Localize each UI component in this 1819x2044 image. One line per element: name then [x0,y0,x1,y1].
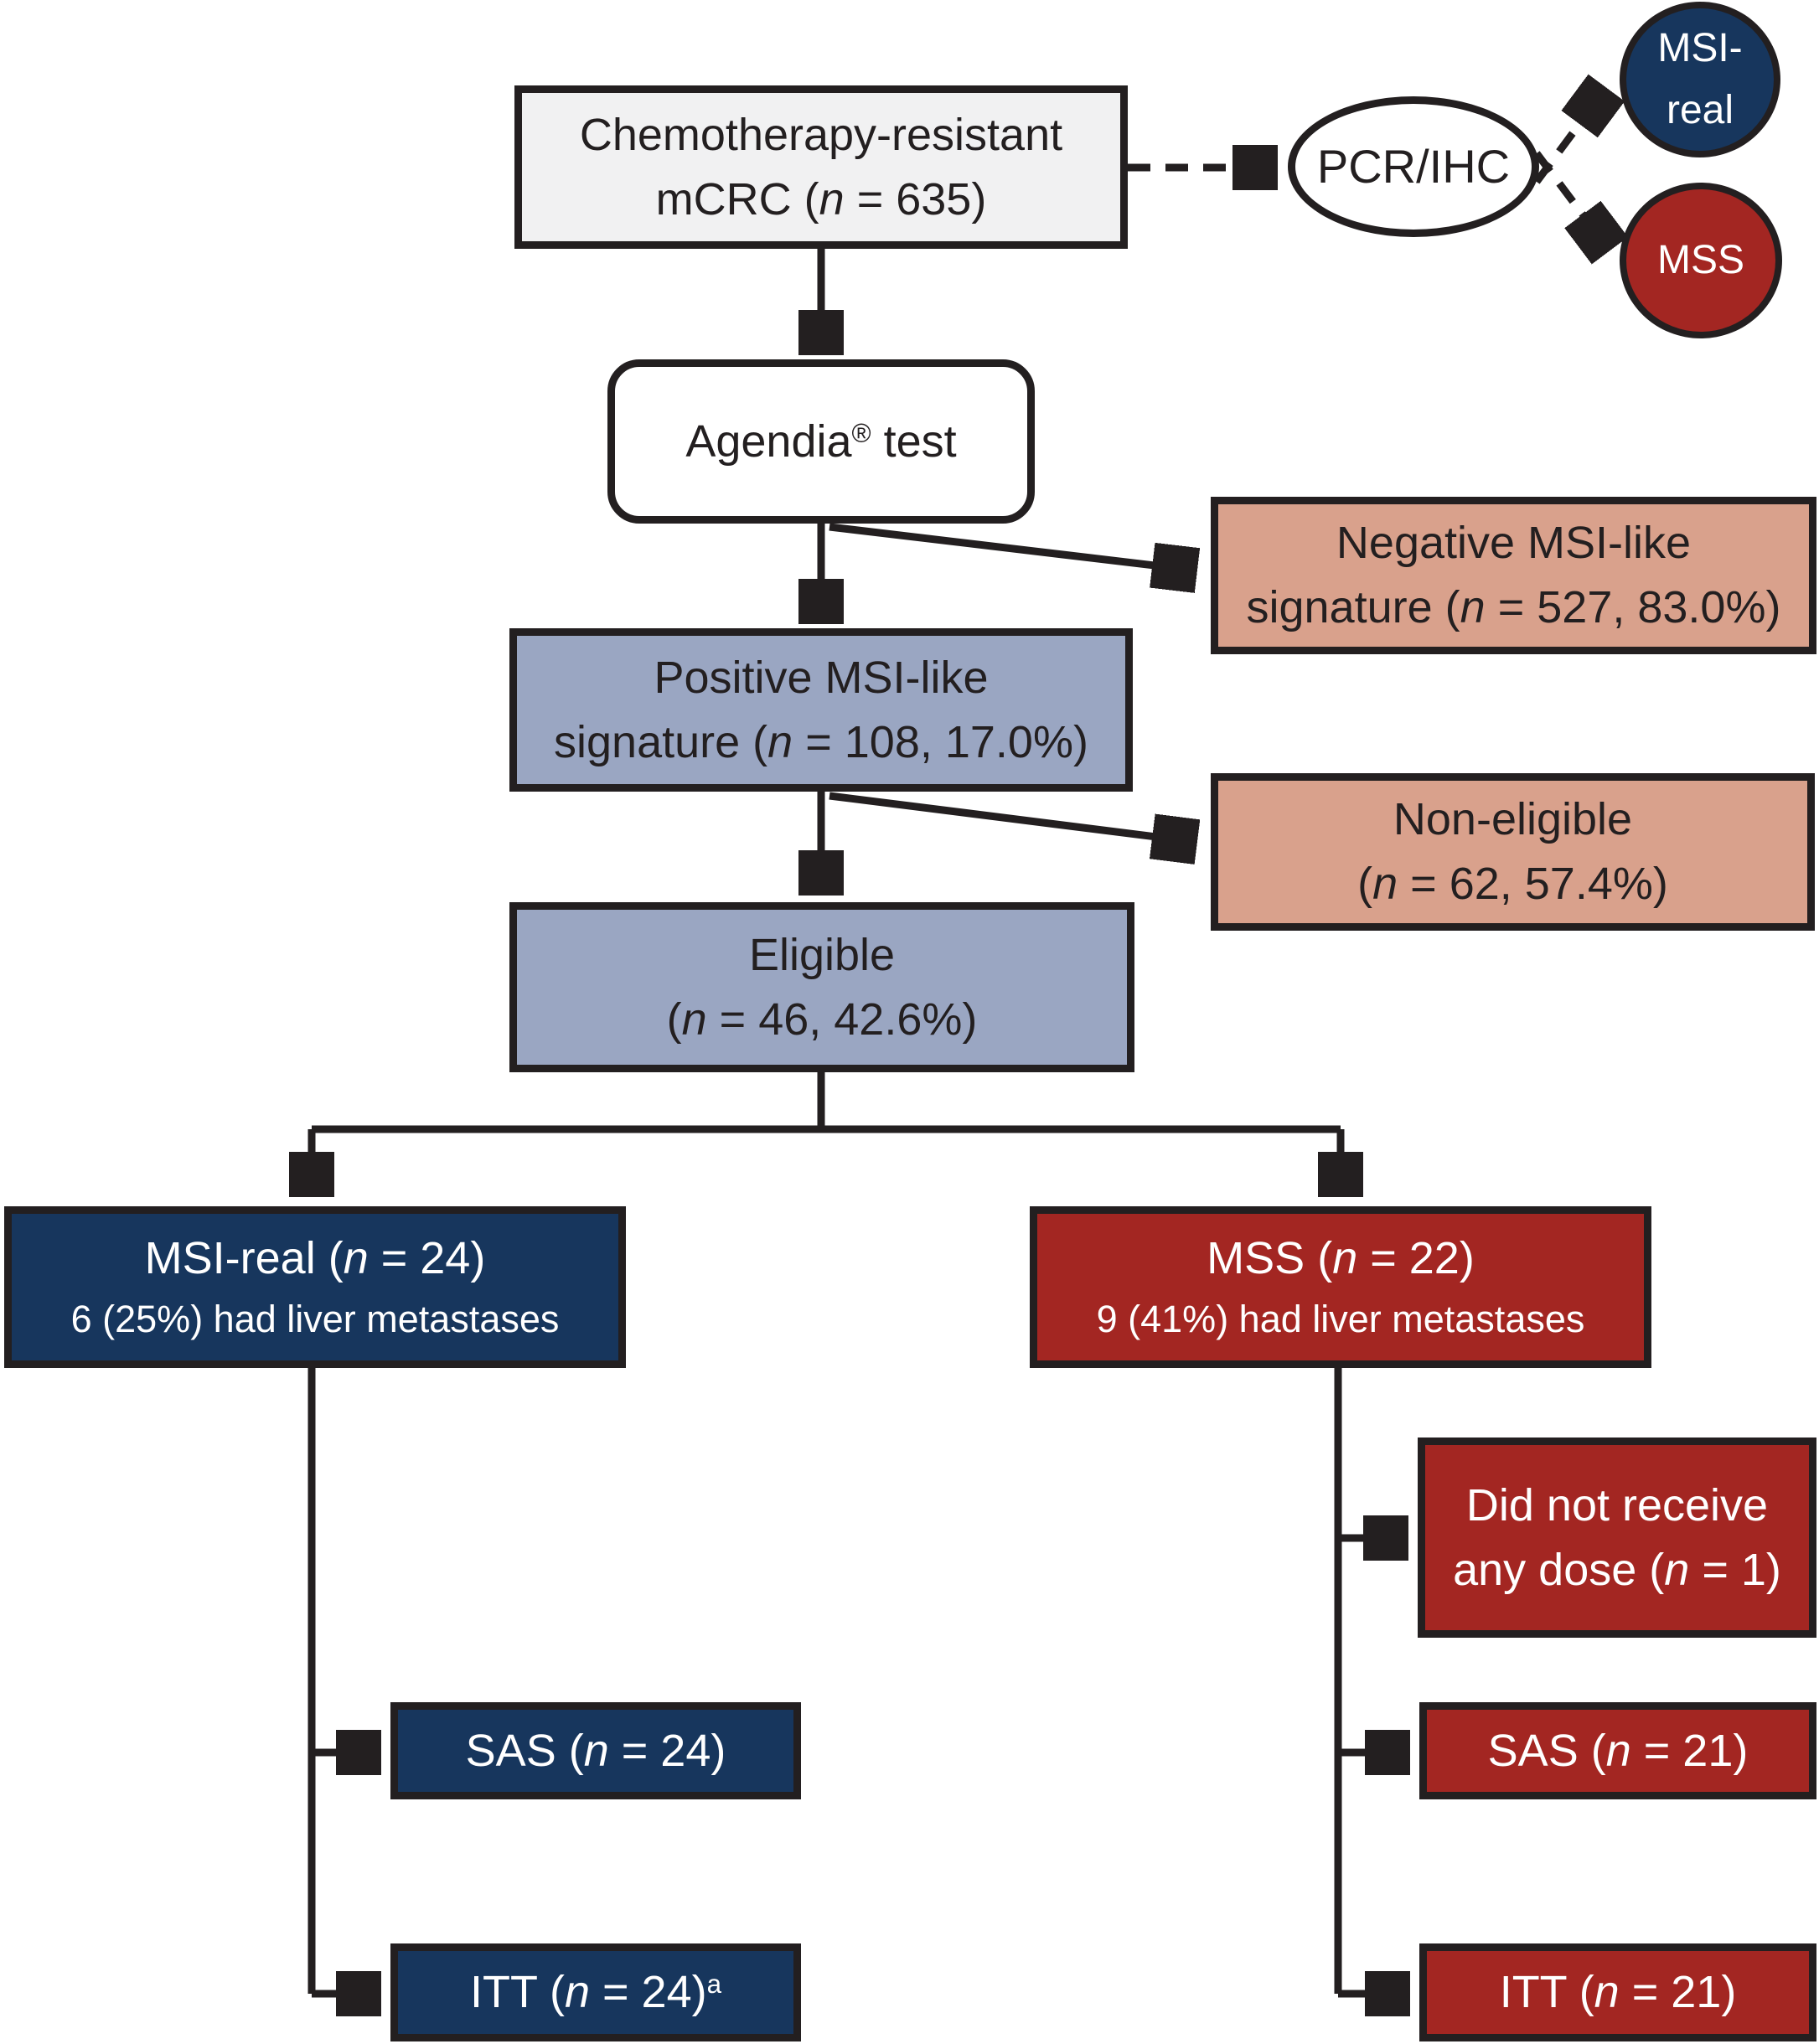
negative-signature-line1: Negative MSI-like [1336,518,1692,569]
itt-msi-real-label: ITT (n = 24)a [469,1967,722,2018]
edge-agendia-negative [829,523,1190,570]
did-not-receive-line2: any dose (n = 1) [1453,1544,1781,1595]
pcr-ihc-label: PCR/IHC [1316,140,1511,194]
node-msi-real-circle: MSI- real [1620,2,1780,157]
msi-real-arm-line1: MSI-real (n = 24) [144,1233,486,1284]
node-eligible: Eligible (n = 46, 42.6%) [509,902,1134,1072]
eligible-line2: (n = 46, 42.6%) [666,994,978,1045]
negative-signature-line2: signature (n = 527, 83.0%) [1246,582,1781,632]
msi-real-arm-line2: 6 (25%) had liver metastases [70,1298,560,1341]
mss-arm-line1: MSS (n = 22) [1207,1233,1475,1284]
positive-signature-line1: Positive MSI-like [654,652,989,703]
chemo-label-line2: mCRC (n = 635) [655,173,987,225]
node-agendia-test: Agendia® test [607,359,1035,524]
edge-pcr-mss-circle [1533,151,1605,245]
node-did-not-receive-dose: Did not receive any dose (n = 1) [1418,1438,1816,1638]
msi-real-circle-line1: MSI- [1657,25,1743,70]
mss-arm-line2: 9 (41%) had liver metastases [1096,1298,1585,1341]
edge-positive-noneligible [829,792,1190,841]
node-itt-mss: ITT (n = 21) [1419,1943,1816,2041]
positive-signature-line2: signature (n = 108, 17.0%) [554,716,1088,767]
eligible-line1: Eligible [748,929,896,980]
non-eligible-line2: (n = 62, 57.4%) [1357,859,1668,909]
node-msi-real-arm: MSI-real (n = 24) 6 (25%) had liver meta… [4,1206,626,1368]
node-itt-msi-real: ITT (n = 24)a [390,1943,801,2041]
node-mss-circle: MSS [1620,183,1782,338]
node-sas-msi-real: SAS (n = 24) [390,1702,801,1799]
sas-mss-label: SAS (n = 21) [1487,1725,1749,1776]
itt-mss-label: ITT (n = 21) [1499,1967,1737,2018]
node-positive-signature: Positive MSI-like signature (n = 108, 17… [509,628,1133,792]
node-pcr-ihc: PCR/IHC [1288,96,1539,237]
node-chemo-resistant-mcrc: Chemotherapy-resistant mCRC (n = 635) [514,85,1128,249]
node-mss-arm: MSS (n = 22) 9 (41%) had liver metastase… [1030,1206,1651,1368]
mss-circle-label: MSS [1656,237,1744,282]
chemo-label-line1: Chemotherapy-resistant [579,109,1063,160]
node-non-eligible: Non-eligible (n = 62, 57.4%) [1211,773,1815,931]
non-eligible-line1: Non-eligible [1393,794,1633,845]
sas-msi-real-label: SAS (n = 24) [465,1725,726,1776]
msi-real-circle-line2: real [1666,88,1734,132]
agendia-test-label: Agendia® test [685,416,957,467]
node-sas-mss: SAS (n = 21) [1419,1702,1816,1799]
node-negative-signature: Negative MSI-like signature (n = 527, 83… [1211,497,1816,654]
did-not-receive-line1: Did not receive [1465,1479,1769,1530]
